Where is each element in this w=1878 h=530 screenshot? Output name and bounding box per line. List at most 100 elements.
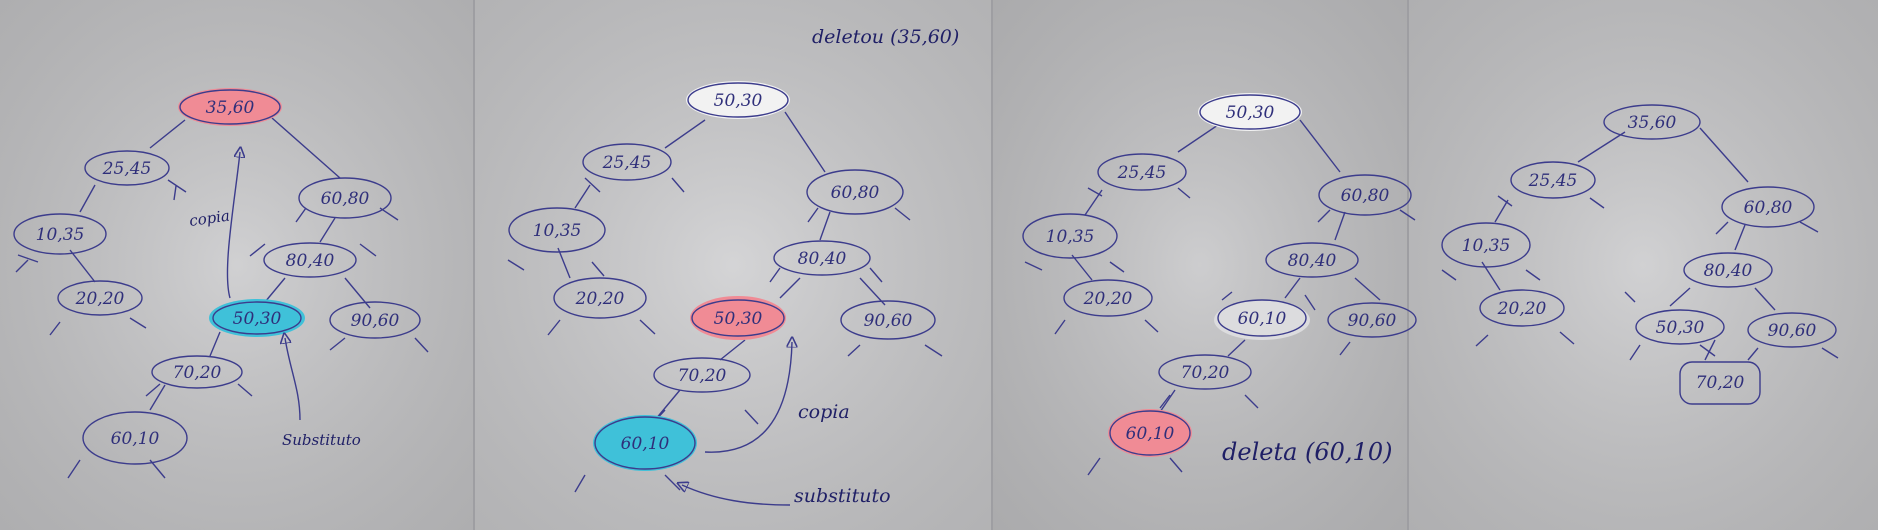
tree-node: 50,30 bbox=[1199, 94, 1301, 130]
svg-text:25,45: 25,45 bbox=[602, 153, 652, 173]
svg-text:20,20: 20,20 bbox=[575, 289, 625, 309]
svg-text:25,45: 25,45 bbox=[1528, 171, 1578, 191]
svg-text:80,40: 80,40 bbox=[798, 249, 847, 269]
svg-text:20,20: 20,20 bbox=[1497, 299, 1547, 319]
tree-node: 60,10 bbox=[1217, 299, 1307, 337]
tree-node: 20,20 bbox=[1479, 289, 1565, 327]
deleted-node-highlight bbox=[690, 296, 786, 340]
svg-text:25,45: 25,45 bbox=[102, 159, 152, 179]
delete-label: deleta (60,10) bbox=[1222, 438, 1392, 466]
tree-node: 20,20 bbox=[553, 277, 647, 319]
panel-3-tree: 50,30 25,45 10,35 20,20 60,80 80,40 60,1… bbox=[1022, 93, 1417, 476]
tree-node: 50,30 bbox=[691, 299, 785, 337]
tree-node: 20,20 bbox=[1063, 279, 1153, 317]
replaced-root-highlight bbox=[1198, 93, 1302, 131]
svg-text:60,80: 60,80 bbox=[831, 183, 880, 203]
tree-node: 70,20 bbox=[1679, 361, 1761, 405]
tree-node: 50,30 bbox=[687, 82, 789, 118]
tree-node: 20,20 bbox=[57, 280, 143, 316]
svg-text:60,80: 60,80 bbox=[1341, 186, 1390, 206]
tree-node: 50,30 bbox=[1635, 309, 1725, 345]
tree-node: 10,35 bbox=[1022, 213, 1118, 259]
panel-2-tree: deletou (35,60) 50,30 25,45 10,35 20,20 … bbox=[507, 26, 959, 507]
tree-node: 25,45 bbox=[582, 143, 672, 181]
tree-node: 80,40 bbox=[773, 240, 871, 276]
svg-text:80,40: 80,40 bbox=[1288, 251, 1337, 271]
svg-text:20,20: 20,20 bbox=[75, 289, 125, 309]
tree-node: 60,80 bbox=[298, 177, 392, 219]
svg-text:90,60: 90,60 bbox=[351, 311, 400, 331]
svg-text:50,30: 50,30 bbox=[714, 91, 763, 111]
tree-node: 80,40 bbox=[263, 242, 357, 278]
svg-text:50,30: 50,30 bbox=[714, 309, 763, 329]
svg-text:70,20: 70,20 bbox=[678, 366, 727, 386]
svg-text:10,35: 10,35 bbox=[1462, 236, 1511, 256]
tree-node: 70,20 bbox=[653, 357, 751, 393]
panel-1-tree: 35,60 25,45 10,35 20,20 60,80 80,40 50,3… bbox=[13, 88, 429, 479]
deleted-node-highlight bbox=[1108, 409, 1192, 457]
tree-node: 60,10 bbox=[594, 416, 696, 470]
copy-arrow bbox=[704, 342, 792, 453]
copy-arrow bbox=[226, 152, 240, 299]
svg-text:35,60: 35,60 bbox=[1628, 113, 1677, 133]
tree-node: 35,60 bbox=[1603, 104, 1701, 140]
svg-text:35,60: 35,60 bbox=[206, 98, 255, 118]
tree-node: 60,10 bbox=[1109, 410, 1191, 456]
tree-node: 90,60 bbox=[840, 300, 936, 340]
tree-node: 10,35 bbox=[13, 213, 107, 255]
tree-node: 60,80 bbox=[1721, 186, 1815, 228]
svg-text:70,20: 70,20 bbox=[1696, 373, 1745, 393]
tree-node: 10,35 bbox=[1441, 222, 1531, 268]
tree-node: 70,20 bbox=[1158, 354, 1252, 390]
svg-text:60,10: 60,10 bbox=[621, 434, 670, 454]
svg-text:70,20: 70,20 bbox=[1181, 363, 1230, 383]
deleted-node-highlight bbox=[178, 88, 282, 126]
svg-text:60,10: 60,10 bbox=[111, 429, 160, 449]
svg-text:70,20: 70,20 bbox=[173, 363, 222, 383]
tree-node: 90,60 bbox=[1747, 312, 1837, 348]
svg-text:60,10: 60,10 bbox=[1238, 309, 1287, 329]
tree-node: 70,20 bbox=[151, 355, 243, 389]
svg-text:90,60: 90,60 bbox=[1768, 321, 1817, 341]
tree-node: 90,60 bbox=[1327, 302, 1417, 338]
svg-text:20,20: 20,20 bbox=[1083, 289, 1133, 309]
replaced-node-highlight bbox=[1214, 300, 1310, 340]
copy-label: copia bbox=[798, 401, 850, 423]
svg-text:90,60: 90,60 bbox=[864, 311, 913, 331]
svg-text:90,60: 90,60 bbox=[1348, 311, 1397, 331]
tree-node: 25,45 bbox=[1097, 153, 1187, 191]
panel-4-tree: 35,60 25,45 10,35 20,20 60,80 80,40 50,3… bbox=[1441, 104, 1839, 405]
svg-text:50,30: 50,30 bbox=[1226, 103, 1275, 123]
substitute-node-highlight bbox=[209, 299, 305, 337]
svg-text:80,40: 80,40 bbox=[286, 251, 335, 271]
tree-node: 10,35 bbox=[508, 207, 606, 253]
svg-text:10,35: 10,35 bbox=[36, 225, 85, 245]
tree-node: 80,40 bbox=[1265, 242, 1359, 278]
svg-text:25,45: 25,45 bbox=[1117, 163, 1167, 183]
substitute-arrow bbox=[682, 485, 791, 506]
tree-node: 60,80 bbox=[806, 169, 904, 215]
tree-node: 35,60 bbox=[179, 89, 281, 125]
substitute-node-highlight bbox=[593, 415, 697, 471]
tree-node: 90,60 bbox=[329, 301, 421, 339]
replaced-root-highlight bbox=[686, 81, 790, 119]
svg-text:10,35: 10,35 bbox=[1046, 227, 1095, 247]
tree-node: 80,40 bbox=[1683, 252, 1773, 288]
substitute-label: substituto bbox=[794, 485, 891, 507]
svg-text:60,80: 60,80 bbox=[321, 189, 370, 209]
tree-node: 25,45 bbox=[1510, 161, 1596, 199]
tree-node: 25,45 bbox=[84, 150, 170, 186]
svg-text:80,40: 80,40 bbox=[1704, 261, 1753, 281]
tree-node: 60,10 bbox=[82, 411, 188, 465]
svg-text:50,30: 50,30 bbox=[233, 309, 282, 329]
svg-text:50,30: 50,30 bbox=[1656, 318, 1705, 338]
svg-text:10,35: 10,35 bbox=[533, 221, 582, 241]
substitute-label: Substituto bbox=[282, 431, 361, 449]
svg-text:60,80: 60,80 bbox=[1744, 198, 1793, 218]
tree-node: 50,30 bbox=[212, 301, 302, 335]
tree-node: 60,80 bbox=[1318, 174, 1412, 216]
svg-text:60,10: 60,10 bbox=[1126, 424, 1175, 444]
copy-label: copia bbox=[188, 206, 231, 230]
panel-2-title: deletou (35,60) bbox=[812, 26, 959, 48]
